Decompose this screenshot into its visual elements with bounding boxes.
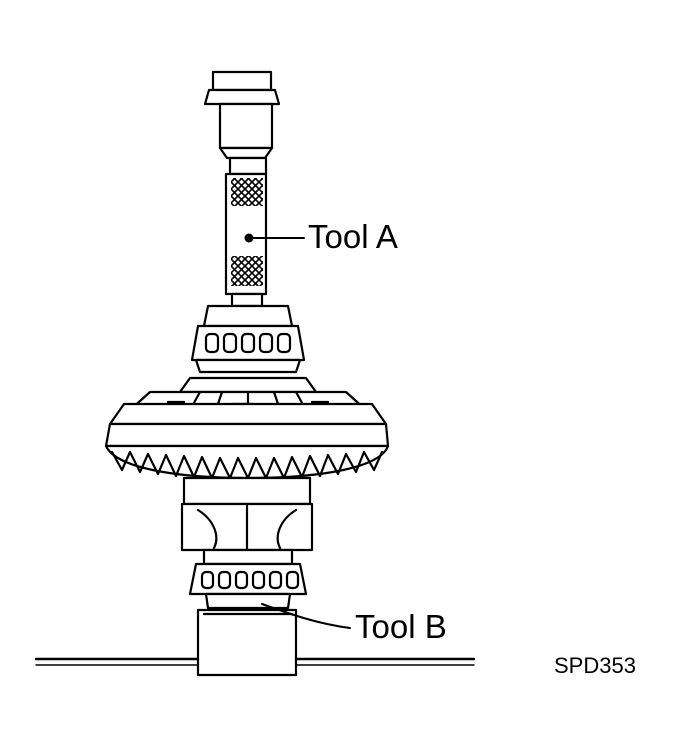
tool-b bbox=[196, 608, 298, 677]
tool-a bbox=[224, 172, 268, 308]
ring-gear-assembly bbox=[104, 376, 390, 480]
differential-case bbox=[180, 476, 314, 566]
lower-side-bearing bbox=[188, 562, 308, 610]
press-ram bbox=[203, 70, 281, 176]
tool-a-label: Tool A bbox=[308, 218, 398, 255]
upper-side-bearing bbox=[190, 304, 306, 374]
tool-b-label: Tool B bbox=[355, 608, 447, 645]
figure-code: SPD353 bbox=[554, 653, 636, 678]
work-table bbox=[34, 657, 476, 666]
leader-lines bbox=[244, 233, 351, 629]
